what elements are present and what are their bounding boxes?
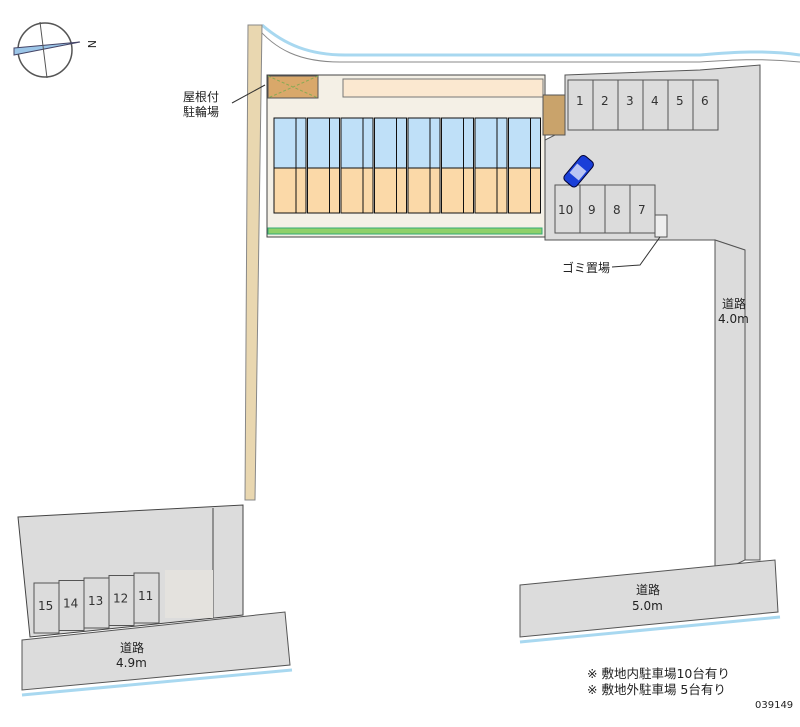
parking-stall-number: 8	[613, 203, 621, 217]
unit-wet-area	[508, 117, 541, 169]
parking-stall-number: 2	[601, 94, 609, 108]
walkway	[342, 78, 544, 98]
garbage-area	[654, 214, 668, 238]
unit-living-room	[407, 167, 441, 214]
garbage-leader	[611, 236, 661, 268]
car-icon	[563, 154, 594, 188]
parking-stall-number: 6	[701, 94, 709, 108]
unit-wet-area	[441, 117, 474, 169]
offsite-parking-stall	[133, 572, 160, 624]
parking-stall-number: 3	[626, 94, 634, 108]
offsite-stall-number: 12	[113, 592, 128, 606]
onsite-parking: 1 2 3 4 5 6 10 9 8 7	[554, 79, 719, 234]
parking-stall	[567, 79, 594, 131]
parking-stall	[579, 184, 606, 234]
parking-stall-number: 1	[576, 94, 584, 108]
unit-living-room	[474, 167, 508, 214]
note-offsite-parking: ※ 敷地外駐車場 5台有り	[587, 682, 726, 697]
lot-corner	[165, 570, 213, 618]
parking-stall	[592, 79, 619, 131]
parking-stall-number: 9	[588, 203, 596, 217]
bicycle-label-1: 屋根付	[183, 90, 219, 104]
unit-living-room	[441, 167, 474, 214]
parking-stall	[629, 184, 656, 234]
offsite-stall-number: 14	[63, 597, 78, 611]
road-east-name: 道路	[722, 296, 746, 311]
offsite-parking-stall	[83, 577, 110, 629]
compass-icon: N	[13, 21, 98, 79]
property-code: 039149	[755, 700, 793, 711]
unit-wet-area	[374, 117, 407, 169]
compass-north-label: N	[85, 40, 98, 48]
unit-living-room	[508, 167, 541, 214]
road-south-east-width: 5.0m	[632, 599, 663, 613]
road-south-west-width: 4.9m	[116, 656, 147, 670]
unit-living-room	[273, 167, 307, 214]
unit-wet-area	[307, 117, 340, 169]
road-south-west	[21, 611, 291, 691]
unit-wet-area	[474, 117, 508, 169]
parking-stall	[617, 79, 644, 131]
unit-living-room	[340, 167, 374, 214]
parking-stall-number: 4	[651, 94, 659, 108]
parking-stall	[604, 184, 631, 234]
parking-stall	[692, 79, 719, 131]
offsite-parking-stall	[33, 582, 60, 634]
water-channel	[261, 23, 800, 57]
road-south-west-name: 道路	[120, 640, 144, 655]
road-south-east	[519, 559, 779, 638]
parking-stall	[667, 79, 694, 131]
unit-wet-area	[340, 117, 374, 169]
entrance-paving	[542, 94, 566, 136]
road-south-east-name: 道路	[636, 582, 660, 597]
parking-stall-number: 10	[558, 203, 573, 217]
bicycle-label-2: 駐輪場	[183, 104, 219, 119]
road-east-width: 4.0m	[718, 312, 749, 326]
offsite-stall-number: 13	[88, 594, 103, 608]
offsite-parking: 15 14 13 12 11	[33, 572, 160, 634]
garbage-label: ゴミ置場	[562, 260, 610, 275]
apartment-units	[273, 117, 541, 214]
west-strip	[244, 24, 263, 501]
parking-stall-number: 7	[638, 203, 646, 217]
unit-wet-area	[407, 117, 441, 169]
channel-line	[254, 24, 800, 63]
offsite-stall-number: 11	[138, 589, 153, 603]
hedge	[267, 227, 543, 235]
parking-stall-number: 5	[676, 94, 684, 108]
note-onsite-parking: ※ 敷地内駐車場10台有り	[587, 666, 730, 681]
road-east	[714, 239, 746, 576]
unit-living-room	[307, 167, 340, 214]
offsite-stall-number: 15	[38, 599, 53, 613]
unit-living-room	[374, 167, 407, 214]
unit-wet-area	[273, 117, 307, 169]
